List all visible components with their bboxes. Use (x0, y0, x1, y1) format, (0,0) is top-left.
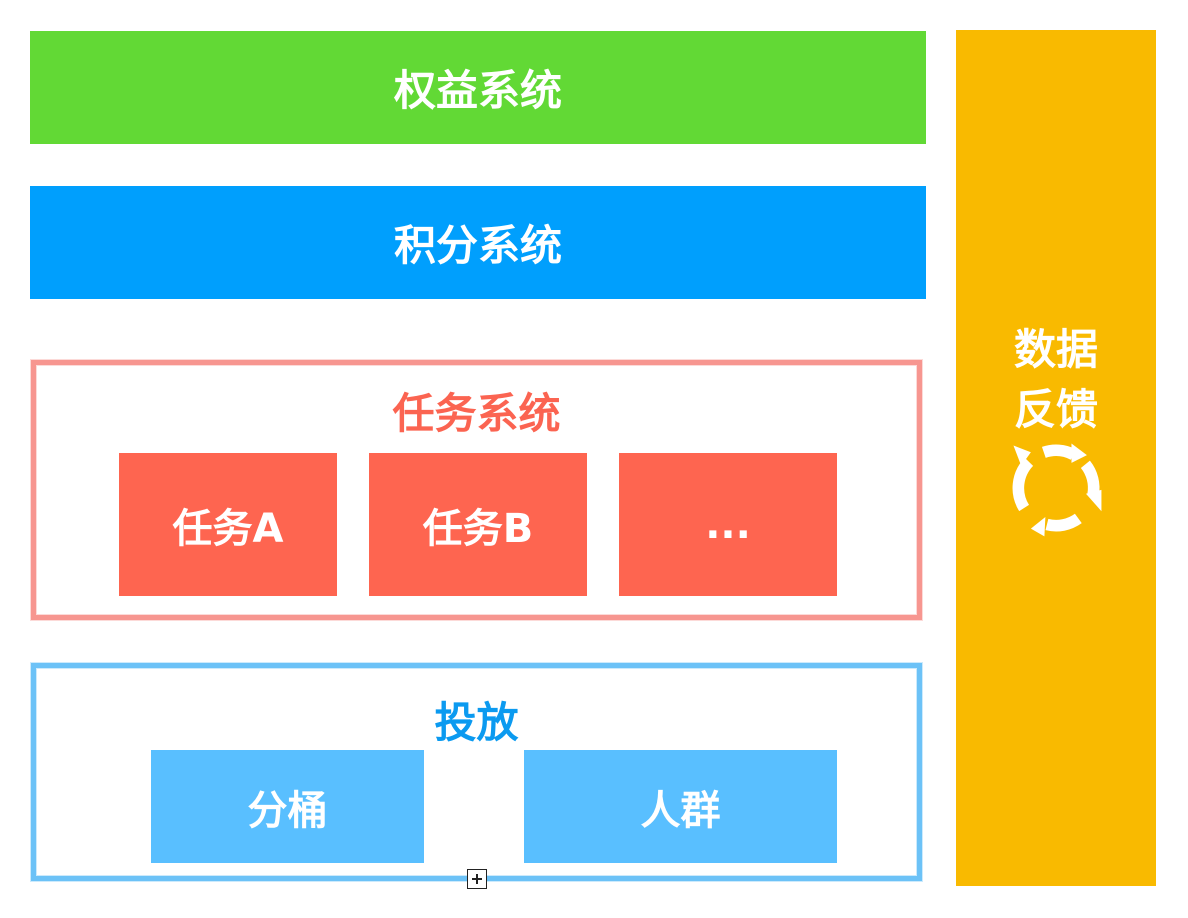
delivery-title: 投放 (434, 698, 519, 747)
data-feedback-line1: 数据 (1013, 325, 1098, 374)
cycle-arrows-icon (1012, 443, 1102, 537)
crowd-box: 人群 (524, 750, 837, 863)
bucket-box: 分桶 (151, 750, 424, 863)
data-feedback-panel: 数据 反馈 (956, 30, 1156, 886)
rights-system-bar: 权益系统 (30, 31, 926, 144)
points-system-bar: 积分系统 (30, 186, 926, 299)
data-feedback-title: 数据 反馈 (956, 320, 1156, 440)
data-feedback-line2: 反馈 (1013, 385, 1098, 434)
task-a-box: 任务A (119, 453, 337, 596)
task-b-box: 任务B (369, 453, 587, 596)
task-system-panel: 任务系统 (31, 360, 922, 620)
task-more-box: ... (619, 453, 837, 596)
resize-handle-icon[interactable] (467, 869, 487, 889)
task-system-title: 任务系统 (392, 389, 561, 438)
